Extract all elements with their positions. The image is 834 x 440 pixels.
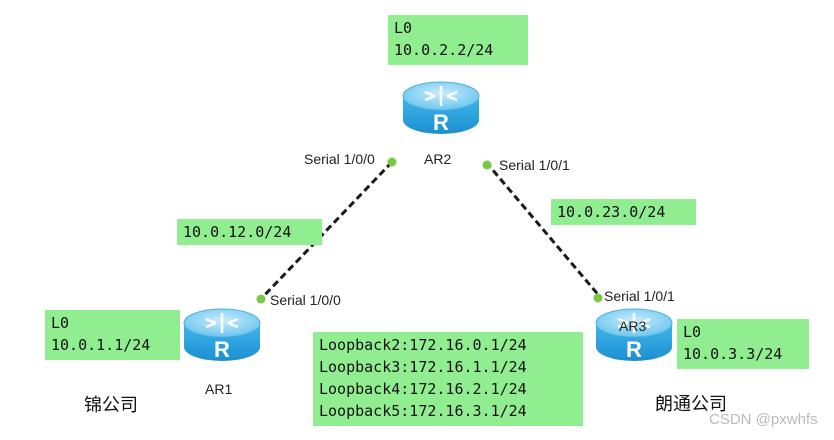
extra-loopback-item: Loopback2:172.16.0.1/24 [319, 336, 527, 354]
svg-text:R: R [214, 337, 230, 362]
port-dot-ar2-s100[interactable] [387, 157, 397, 167]
watermark: CSDN @pxwhfs [709, 411, 818, 428]
svg-text:R: R [626, 337, 642, 362]
network-label-ar1-ar2: 10.0.12.0/24 [177, 219, 322, 245]
ar2-loopback-label: L0 10.0.2.2/24 [388, 15, 528, 65]
link-ar2-ar3 [484, 161, 603, 299]
network-label-ar2-ar3: 10.0.23.0/24 [551, 199, 696, 225]
router-icon[interactable]: R [595, 308, 673, 362]
ar1-loopback-ip: 10.0.1.1/24 [51, 336, 151, 354]
ar1-loopback-name: L0 [51, 314, 70, 332]
port-label-ar3-s101: Serial 1/0/1 [604, 288, 675, 304]
port-label-ar2-s100: Serial 1/0/0 [304, 151, 375, 167]
router-icon[interactable]: R [183, 308, 261, 362]
extra-loopback-item: Loopback3:172.16.1.1/24 [319, 358, 527, 376]
ar3-loopback-name: L0 [683, 323, 702, 341]
extra-loopbacks-box: Loopback2:172.16.0.1/24 Loopback3:172.16… [313, 332, 583, 426]
extra-loopback-item: Loopback5:172.16.3.1/24 [319, 402, 527, 420]
ar3-loopback-label: L0 10.0.3.3/24 [677, 319, 809, 369]
router-name-ar1: AR1 [205, 381, 233, 397]
site-name-ar3: 朗通公司 [655, 394, 727, 415]
ar1-loopback-label: L0 10.0.1.1/24 [45, 310, 180, 360]
port-dot-ar2-s101[interactable] [482, 160, 492, 170]
ar2-loopback-name: L0 [394, 19, 413, 37]
svg-text:R: R [433, 110, 449, 135]
port-dot-ar1-s100[interactable] [256, 294, 266, 304]
port-label-ar2-s101: Serial 1/0/1 [499, 157, 570, 173]
port-dot-ar3-s101[interactable] [593, 293, 603, 303]
site-name-ar1: 锦公司 [84, 395, 138, 416]
router-icon[interactable]: R [402, 81, 480, 135]
ar3-loopback-ip: 10.0.3.3/24 [683, 345, 783, 363]
router-name-ar3: AR3 [619, 318, 647, 334]
router-name-ar2: AR2 [424, 151, 452, 167]
ar2-loopback-ip: 10.0.2.2/24 [394, 41, 494, 59]
extra-loopback-item: Loopback4:172.16.2.1/24 [319, 380, 527, 398]
port-label-ar1-s100: Serial 1/0/0 [270, 292, 341, 308]
